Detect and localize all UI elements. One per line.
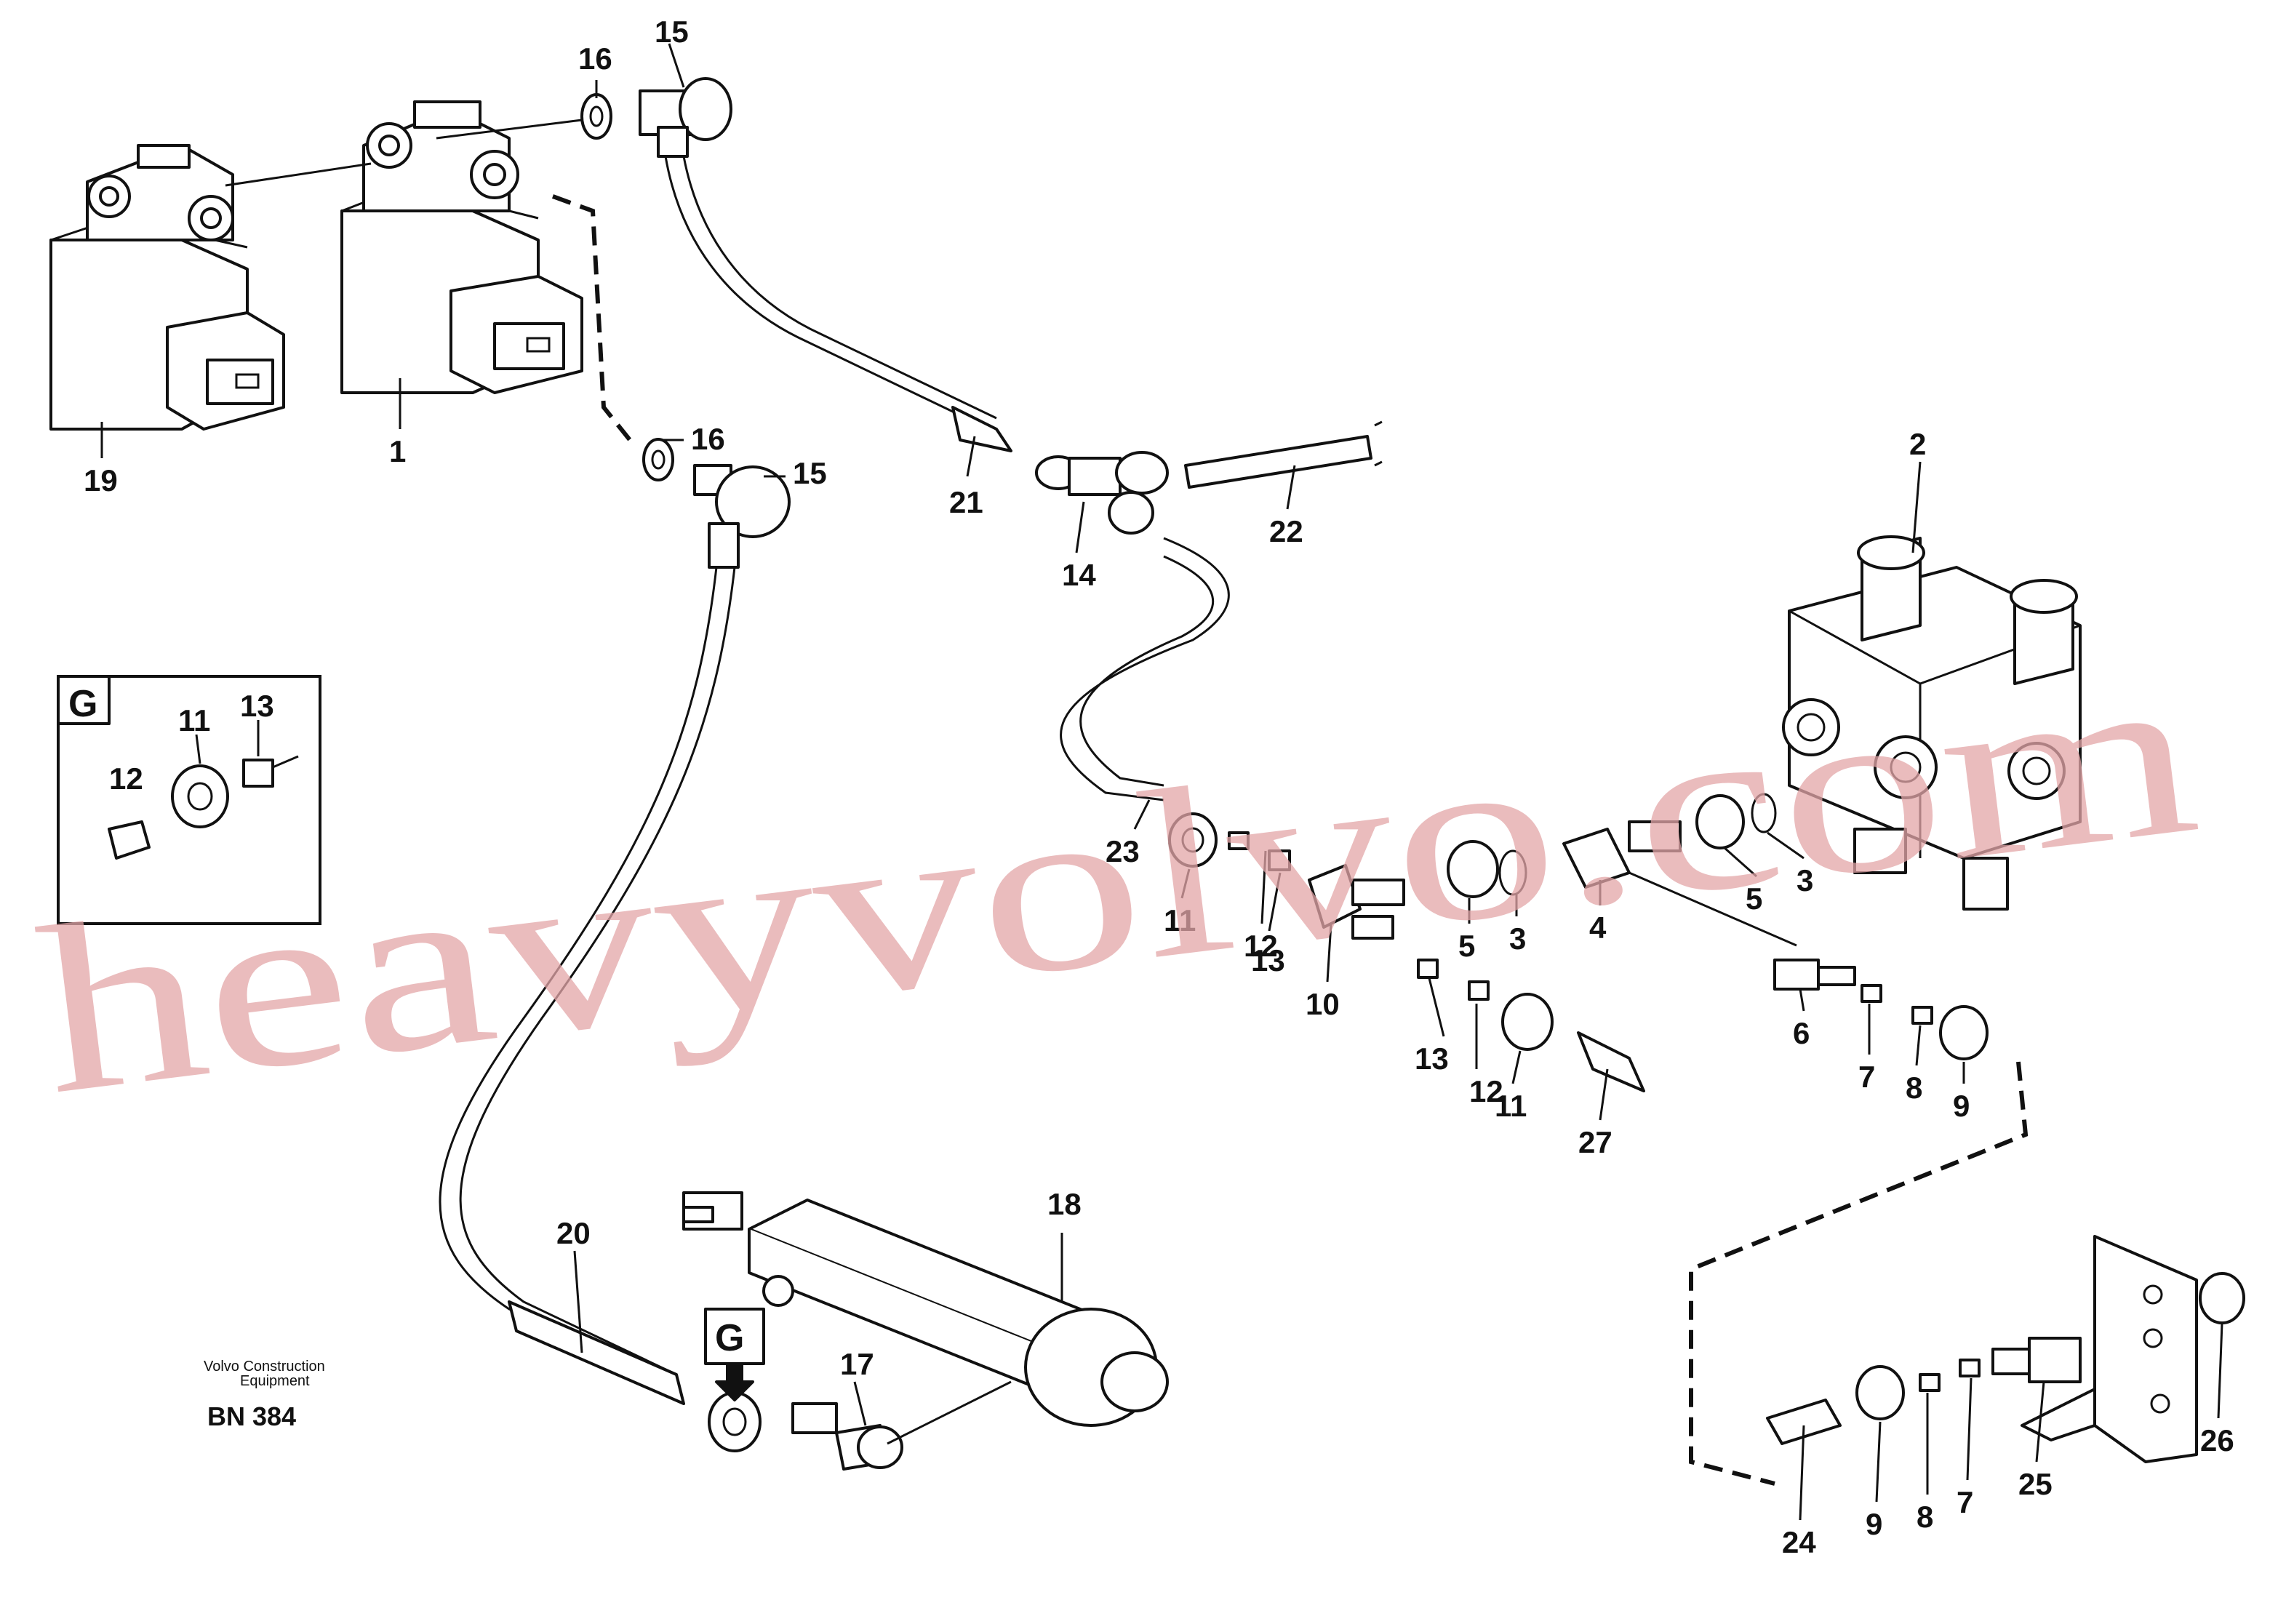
callout-5-a: 5 <box>1458 929 1475 963</box>
callout-7-b: 7 <box>1957 1485 1973 1519</box>
callout-12-g: 12 <box>109 761 143 796</box>
callout-3-b: 3 <box>1797 863 1813 897</box>
detail-g-inset <box>57 675 321 925</box>
nut-11 <box>1168 812 1218 868</box>
callout-3-a: 3 <box>1509 921 1526 956</box>
nut-g <box>708 1391 762 1452</box>
nut-5-b <box>1695 794 1745 849</box>
callout-8-a: 8 <box>1906 1071 1922 1105</box>
insert-8 <box>1911 1006 1933 1025</box>
hose-22 <box>1184 435 1372 489</box>
nut-26 <box>2199 1272 2245 1324</box>
callout-5-b: 5 <box>1746 881 1762 916</box>
callout-9-a: 9 <box>1953 1089 1970 1123</box>
callout-labels: 19 1 16 15 16 15 21 14 22 2 23 11 12 13 … <box>84 15 2234 1559</box>
callout-16-top: 16 <box>578 41 612 76</box>
callout-21: 21 <box>949 485 983 519</box>
hose-27-end <box>1577 1031 1645 1092</box>
insert-8-b <box>1919 1373 1941 1392</box>
sleeve-7 <box>1861 984 1882 1003</box>
callout-13-a: 13 <box>1251 943 1285 977</box>
callout-27: 27 <box>1578 1125 1612 1159</box>
sleeve-12 <box>1228 831 1250 850</box>
publisher-line-1: Volvo Construction <box>204 1359 325 1375</box>
callout-22: 22 <box>1269 514 1303 548</box>
solenoid-valve-19 <box>49 144 285 431</box>
seal-3-b <box>1751 793 1777 833</box>
callout-18: 18 <box>1047 1187 1082 1221</box>
callout-26: 26 <box>2200 1423 2234 1457</box>
callout-1: 1 <box>389 434 406 468</box>
callout-13-b: 13 <box>1415 1041 1449 1076</box>
adapter-6 <box>1773 959 1856 991</box>
callout-6: 6 <box>1793 1016 1810 1050</box>
callout-2-top: 2 <box>1909 427 1926 461</box>
callout-11-a: 11 <box>1164 903 1196 937</box>
nut-9 <box>1939 1005 1989 1060</box>
callout-16-mid: 16 <box>691 422 725 456</box>
washer-16-mid <box>642 438 674 481</box>
nut-11-b <box>1501 993 1554 1051</box>
callout-10: 10 <box>1306 987 1340 1021</box>
sleeve-7-b <box>1959 1359 1981 1377</box>
callout-12-b: 12 <box>1469 1074 1503 1108</box>
watermark: heavyvolvo.com <box>26 617 2210 1145</box>
callout-12-a: 12 <box>1244 929 1278 963</box>
callout-11-g: 11 <box>178 703 210 737</box>
elbow-17 <box>791 1402 903 1471</box>
solenoid-valve-1 <box>340 100 583 394</box>
sleeve-12-b <box>1417 959 1439 979</box>
callout-24: 24 <box>1782 1525 1816 1559</box>
leader-lines <box>100 43 2223 1521</box>
drawing-id: BN 384 <box>207 1401 296 1431</box>
bracket <box>2021 1235 2198 1463</box>
callout-23: 23 <box>1106 834 1140 868</box>
callout-7-a: 7 <box>1858 1060 1875 1094</box>
callout-8-b: 8 <box>1917 1500 1933 1534</box>
relay-valve-2 <box>1782 535 2082 911</box>
callout-19: 19 <box>84 463 118 497</box>
publisher-line-2: Equipment <box>240 1373 310 1389</box>
hose-20-end <box>508 1300 685 1405</box>
callout-g-letter: G <box>715 1317 744 1359</box>
callout-15-mid: 15 <box>793 456 827 490</box>
tee-10 <box>1308 864 1405 940</box>
detail-g-letter: G <box>68 683 97 725</box>
callout-20: 20 <box>556 1216 591 1250</box>
insert-13 <box>1268 849 1291 871</box>
elbow-15-top <box>639 77 732 158</box>
nut-9-b <box>1855 1365 1905 1420</box>
callout-25: 25 <box>2018 1467 2053 1501</box>
callout-13-g: 13 <box>240 689 274 723</box>
hose-24-end <box>1766 1399 1842 1445</box>
callout-15-top: 15 <box>655 15 689 49</box>
washer-16-top <box>580 93 612 140</box>
elbow-15-mid <box>693 464 791 569</box>
adapter-25 <box>1991 1337 2082 1383</box>
callout-9-b: 9 <box>1866 1507 1882 1541</box>
cylinder-18 <box>682 1191 1169 1427</box>
insert-13-b <box>1468 980 1490 1001</box>
tee-4 <box>1562 820 1682 889</box>
callout-17: 17 <box>840 1347 874 1381</box>
union-elbow-14 <box>1035 451 1169 535</box>
callout-14: 14 <box>1062 558 1096 592</box>
seal-3 <box>1498 849 1527 896</box>
nut-5 <box>1447 840 1499 898</box>
callout-11-b: 11 <box>1495 1089 1527 1123</box>
hose-21-end <box>951 406 1012 452</box>
callout-4: 4 <box>1589 911 1607 945</box>
